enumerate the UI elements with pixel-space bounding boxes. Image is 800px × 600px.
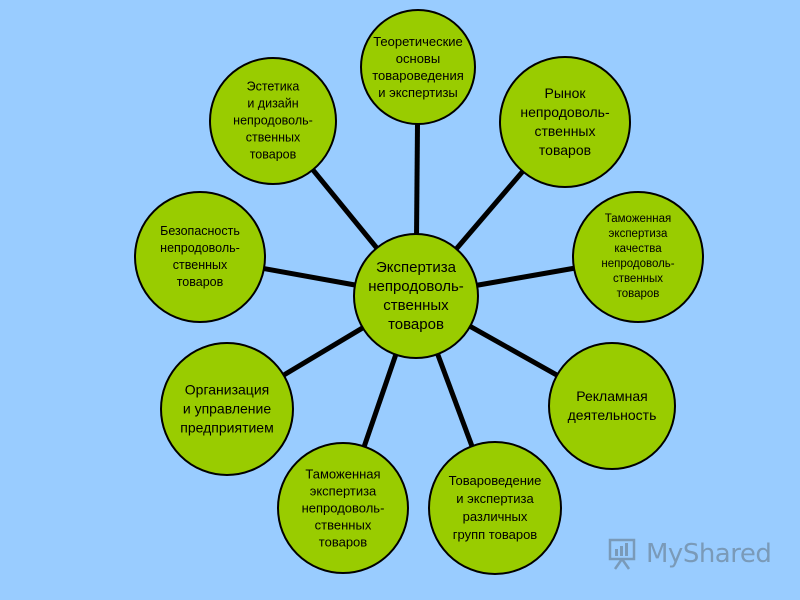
node-circle-center: [353, 233, 479, 359]
connector-customs: [361, 353, 399, 448]
node-circle-groups: [428, 441, 562, 575]
connector-safety: [263, 266, 356, 288]
watermark: MyShared: [606, 536, 772, 572]
node-circle-theory: [360, 9, 476, 125]
connector-theory: [414, 123, 421, 235]
node-circle-safety: [134, 191, 266, 323]
connector-lines: [263, 123, 575, 448]
node-circle-advertising: [548, 342, 676, 470]
presentation-board-icon: [608, 538, 636, 570]
connector-advertising: [468, 324, 559, 378]
connector-management: [282, 325, 365, 378]
node-circle-customs-quality: [572, 191, 704, 323]
connector-aesthetics: [310, 168, 379, 250]
node-circle-market: [499, 56, 631, 188]
node-circle-customs: [277, 442, 409, 574]
node-circle-aesthetics: [209, 57, 337, 185]
node-circle-management: [160, 342, 294, 476]
connector-groups: [435, 353, 475, 448]
node-circles: [134, 9, 704, 575]
connector-customs-quality: [476, 265, 575, 288]
connector-market: [454, 169, 525, 251]
watermark-label: MyShared: [646, 539, 772, 569]
